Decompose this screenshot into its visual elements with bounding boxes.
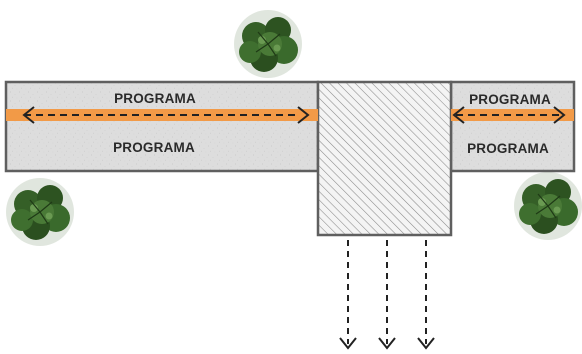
exit-arrow-1 [339,240,357,350]
label-left-lower: PROGRAMA [113,140,195,155]
tree-icon [514,172,582,240]
circulation-band-right [451,109,574,121]
tree-icon [6,178,74,246]
circulation-arrow-left [22,106,310,124]
exit-arrow-3 [417,240,435,350]
left-program-block [4,80,320,173]
circulation-arrow-right [452,106,566,124]
exit-arrow-2 [378,240,396,350]
label-right-upper: PROGRAMA [469,92,551,107]
central-hatched-block [316,80,453,237]
tree-icon [234,10,302,78]
label-right-lower: PROGRAMA [467,141,549,156]
label-left-upper: PROGRAMA [114,91,196,106]
right-program-block [449,80,576,173]
